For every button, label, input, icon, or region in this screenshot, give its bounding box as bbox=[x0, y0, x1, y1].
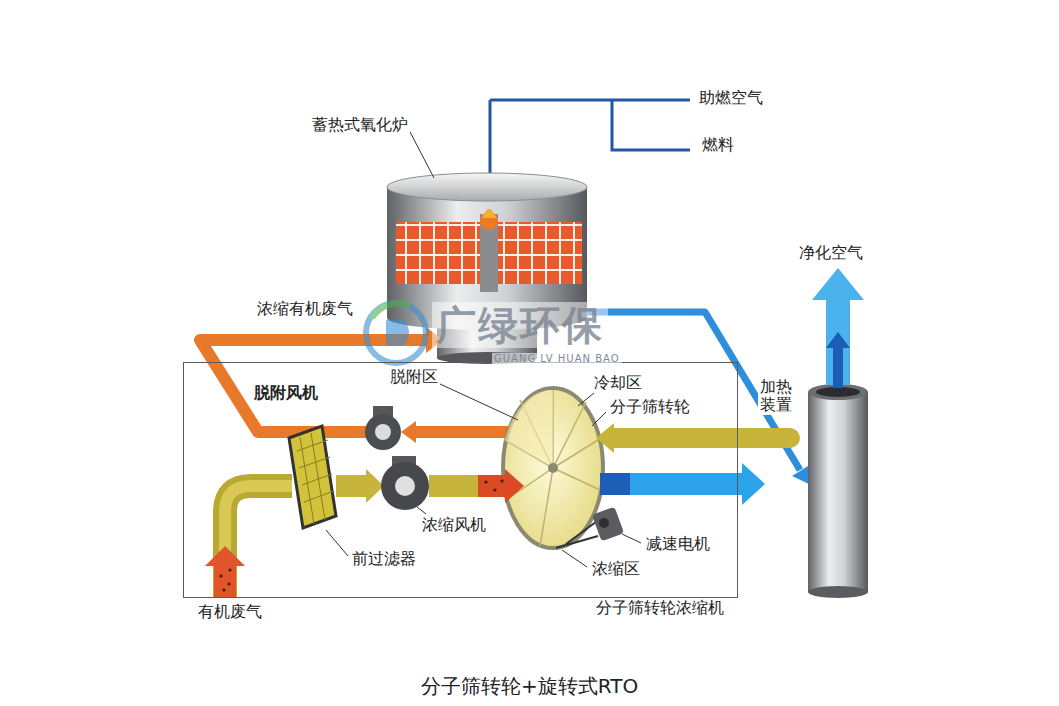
logo-ring bbox=[366, 303, 426, 363]
exhaust-stack bbox=[808, 268, 868, 598]
zone-label: 冷却区 bbox=[592, 374, 644, 392]
particle-dot bbox=[500, 479, 503, 482]
furnace-top bbox=[387, 173, 587, 201]
orange-flow bbox=[414, 426, 515, 438]
filter-mesh bbox=[297, 433, 334, 524]
arrow-head bbox=[596, 423, 614, 453]
zone-label: 脱附区 bbox=[388, 368, 440, 386]
stack-opening bbox=[816, 387, 860, 397]
yellow-flow bbox=[336, 475, 366, 497]
inlet-arrow bbox=[205, 546, 245, 598]
input-label: 助燃空气 bbox=[697, 89, 765, 107]
yellow-flow bbox=[429, 475, 478, 497]
particle-dot bbox=[227, 582, 230, 585]
voc-flow bbox=[478, 475, 506, 497]
zeolite-rotor bbox=[503, 388, 624, 548]
ceramic-bed bbox=[498, 222, 582, 284]
flow-label: 有机废气 bbox=[196, 603, 264, 621]
leader-line bbox=[592, 412, 606, 426]
part-label: 加热装置 bbox=[758, 378, 796, 415]
watermark-text: GUANG LV HUAN BAO bbox=[492, 353, 622, 365]
gear-motor bbox=[599, 518, 609, 528]
concentration-fan bbox=[381, 456, 524, 510]
desorption-fan bbox=[365, 406, 401, 450]
arrow-head bbox=[742, 463, 765, 505]
arrow-head bbox=[505, 469, 524, 503]
leader-lines bbox=[326, 384, 641, 567]
part-label: 脱附风机 bbox=[252, 384, 320, 402]
flow-label: 浓缩有机废气 bbox=[255, 300, 355, 318]
fan-impeller bbox=[375, 424, 391, 440]
particle-dot bbox=[228, 568, 231, 571]
figure-caption: 分子筛转轮+旋转式RTO bbox=[421, 673, 638, 700]
arrow-head bbox=[401, 421, 416, 443]
particle-dot bbox=[484, 480, 487, 483]
watermark-text: 广绿环保 bbox=[432, 302, 608, 348]
logo-ring bbox=[372, 303, 410, 318]
ceramic-bed bbox=[396, 222, 480, 284]
yellow-flow bbox=[612, 428, 790, 448]
burner-flame bbox=[482, 209, 496, 218]
supply-line bbox=[490, 100, 690, 182]
particle-dot bbox=[493, 488, 496, 491]
gear-motor bbox=[592, 507, 624, 542]
part-label: 浓缩风机 bbox=[420, 516, 488, 534]
blue-flow bbox=[600, 473, 630, 495]
part-label: 前过滤器 bbox=[350, 550, 418, 568]
zone-label: 浓缩区 bbox=[590, 560, 642, 578]
housing-title: 分子筛转轮浓缩机 bbox=[594, 599, 726, 617]
fan-housing bbox=[365, 414, 401, 450]
input-label: 燃料 bbox=[700, 136, 736, 154]
leader-line bbox=[326, 530, 348, 556]
part-label: 减速电机 bbox=[644, 535, 712, 553]
blue-flow bbox=[586, 312, 800, 470]
part-label: 分子筛转轮 bbox=[608, 398, 692, 416]
leader-line bbox=[622, 534, 641, 543]
fan-impeller bbox=[395, 476, 415, 496]
clean-air-arrow bbox=[826, 332, 850, 388]
rotor-flows bbox=[596, 423, 790, 505]
filter-frame bbox=[289, 426, 336, 528]
stack-body bbox=[808, 392, 868, 592]
fan-housing bbox=[381, 462, 429, 510]
particle-dot bbox=[222, 588, 225, 591]
stack-base bbox=[808, 586, 868, 598]
rotor-spoke bbox=[505, 390, 600, 546]
desorption-sector bbox=[505, 390, 553, 468]
leader-line bbox=[578, 393, 594, 406]
watermark-logo bbox=[366, 303, 426, 363]
exhaust-flow bbox=[586, 312, 811, 485]
leader-line bbox=[408, 128, 434, 178]
leader-line bbox=[440, 384, 518, 420]
inlet-duct bbox=[205, 486, 292, 598]
rotor-hub bbox=[548, 463, 558, 473]
flow-label: 净化空气 bbox=[797, 244, 865, 262]
particle-dot bbox=[219, 574, 222, 577]
leader-line bbox=[562, 550, 587, 567]
blue-flow bbox=[600, 473, 742, 495]
part-label: 蓄热式氧化炉 bbox=[310, 116, 410, 134]
leader-line bbox=[417, 507, 426, 514]
rotor-disc bbox=[503, 388, 603, 548]
logo-mark bbox=[386, 320, 409, 346]
